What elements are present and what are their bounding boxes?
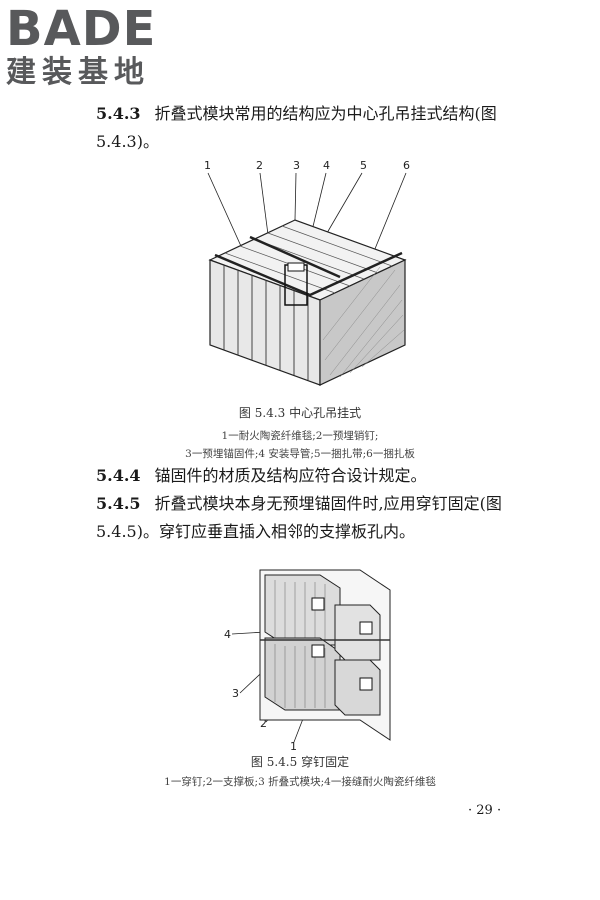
paragraph-text: 折叠式模块常用的结构应为中心孔吊挂式结构(图5.4.3)。 [96, 104, 497, 151]
section-number: 5.4.5 [96, 494, 141, 513]
callout-6: 6 [403, 159, 410, 172]
section-number: 5.4.3 [96, 104, 141, 123]
callout-2: 2 [256, 159, 263, 172]
figure-5-4-3-caption: 图 5.4.3 中心孔吊挂式 [238, 406, 362, 420]
logo-subtitle: 建装基地 [6, 55, 150, 90]
callout-5: 5 [360, 159, 367, 172]
figure-5-4-5-caption: 图 5.4.5 穿钉固定 [250, 755, 350, 769]
figure-5-4-3-diagram: 1 2 3 4 5 6 [204, 159, 410, 386]
callout-4: 4 [224, 628, 231, 641]
logo-brand: BADE [6, 1, 157, 57]
callout-4: 4 [323, 159, 330, 172]
figure-5-4-5-diagram: 4 3 2 1 [224, 569, 391, 753]
paragraph-text: 折叠式模块本身无预埋锚固件时,应用穿钉固定(图5.4.5)。穿钉应垂直插入相邻的… [96, 494, 502, 541]
callout-1: 1 [204, 159, 211, 172]
figure-5-4-3-legend-2: 3一预埋锚固件;4 安装导管;5一捆扎带;6一捆扎板 [185, 448, 415, 460]
callout-3: 3 [293, 159, 300, 172]
figure-5-4-5-legend: 1一穿钉;2一支撑板;3 折叠式模块;4一接缝耐火陶瓷纤维毯 [164, 776, 436, 788]
callout-3: 3 [232, 687, 239, 700]
callout-1: 1 [290, 740, 297, 753]
logo: BADE 建装基地 [6, 4, 176, 90]
page-number: · 29 · [468, 803, 502, 818]
figure-5-4-3-legend-1: 1一耐火陶瓷纤维毯;2一预埋销钉; [221, 430, 379, 442]
paragraph-text: 锚固件的材质及结构应符合设计规定。 [154, 466, 427, 485]
callout-2: 2 [260, 717, 267, 730]
paragraph-5-4-4: 5.4.4 锚固件的材质及结构应符合设计规定。 [96, 462, 526, 490]
section-number: 5.4.4 [96, 466, 141, 485]
